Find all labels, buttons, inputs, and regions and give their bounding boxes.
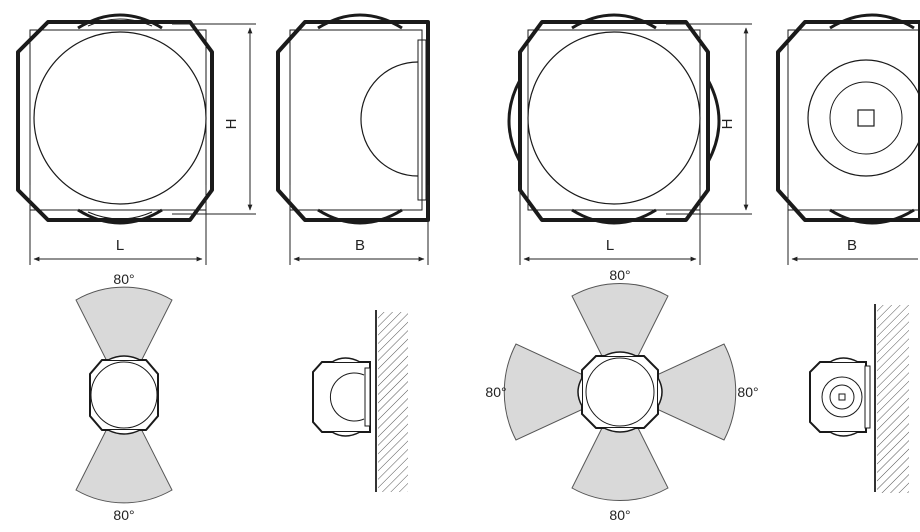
lamp-lens: [360, 61, 419, 177]
two-head-side-view: B: [276, 13, 430, 265]
length-label: L: [606, 237, 614, 254]
unit-lens: [90, 361, 158, 429]
four-head-wall-mount: [809, 304, 909, 493]
wall-bracket: [864, 365, 871, 429]
two-head-front-view: H L: [16, 13, 256, 265]
housing-outline: [776, 20, 920, 222]
four-head-side-view: B: [776, 13, 920, 265]
angle-label-left: 80°: [485, 384, 506, 400]
unit-housing: [809, 361, 867, 433]
top-beam-sector: [571, 283, 669, 394]
two-head-beam-diagram: 80° 80°: [75, 271, 173, 523]
bottom-beam-sector: [571, 390, 669, 501]
top-beam-sector: [75, 286, 173, 397]
unit-lens: [585, 357, 655, 427]
length-label: L: [116, 237, 124, 254]
housing-outline: [276, 20, 430, 222]
wall-hatching: [378, 312, 408, 492]
bottom-lamp-cap: [77, 208, 163, 225]
wall-bracket: [417, 39, 427, 201]
lamp-lens: [33, 31, 207, 205]
lamp-center-square: [838, 393, 846, 401]
lamp-lens: [527, 31, 701, 205]
lamp-lens: [807, 59, 920, 177]
width-label: B: [355, 237, 365, 254]
housing-outline: [518, 20, 710, 222]
four-head-beam-diagram: 80° 80° 80° 80°: [485, 267, 758, 523]
four-head-front-view: H L: [507, 13, 752, 265]
unit-housing: [312, 361, 371, 433]
two-head-wall-mount: [312, 310, 408, 492]
height-label: H: [223, 119, 240, 130]
height-label: H: [719, 119, 736, 130]
housing-outline: [16, 20, 214, 222]
lamp-center-square: [857, 109, 875, 127]
bottom-beam-sector: [75, 393, 173, 504]
angle-label-bottom: 80°: [609, 507, 630, 523]
angle-label-top: 80°: [609, 267, 630, 283]
wall-bracket: [364, 367, 371, 427]
right-beam-sector: [618, 343, 737, 441]
wall-hatching: [877, 305, 909, 493]
width-label: B: [847, 237, 857, 254]
angle-label-top: 80°: [113, 271, 134, 287]
left-beam-sector: [503, 343, 622, 441]
angle-label-right: 80°: [737, 384, 758, 400]
angle-label-bottom: 80°: [113, 507, 134, 523]
